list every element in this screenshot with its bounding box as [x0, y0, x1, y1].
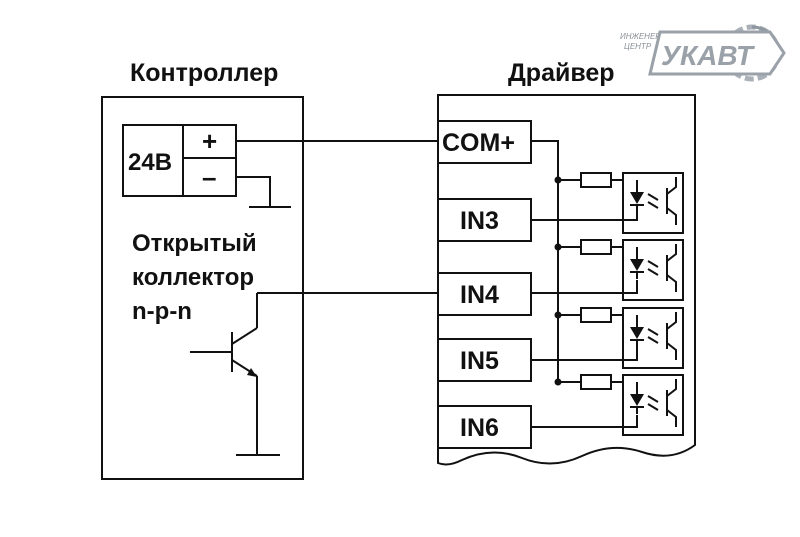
light-arrow-a-3 [647, 328, 659, 336]
controller-title: Контроллер [130, 59, 278, 87]
resistor-icon-2 [580, 239, 612, 255]
pin-box-in5 [437, 338, 532, 382]
emitter-arrow-icon [247, 368, 257, 377]
optocoupler-box-2 [622, 239, 684, 301]
phototransistor-collector-1 [666, 177, 677, 195]
plus-sign: + [202, 126, 217, 156]
wire-in6 [531, 415, 638, 428]
pin-label-in3: IN3 [460, 207, 499, 235]
light-arrow-a-1 [647, 193, 659, 201]
pin-label-in4: IN4 [460, 281, 499, 309]
light-arrow-a-4 [647, 395, 659, 403]
optocoupler-box-1 [622, 172, 684, 234]
logo-subtitle-line2: ЦЕНТР [624, 42, 652, 51]
logo: ИНЖЕНЕРНО-ТЕХНИЧЕСКИЙ ЦЕНТР УКАВТ [620, 24, 786, 82]
resistor-icon-1 [580, 172, 612, 188]
input-wires [531, 212, 638, 428]
phototransistor-emitter-1 [666, 207, 677, 225]
light-arrow-b-3 [647, 336, 659, 344]
logo-brand: УКАВТ [661, 40, 756, 71]
com-bus [531, 140, 559, 380]
phototransistor-collector-2 [666, 244, 677, 262]
optocoupler-channels [554, 172, 684, 436]
wire-in5 [531, 347, 638, 361]
pin-label-in6: IN6 [460, 414, 499, 442]
pin-label-com: COM+ [442, 129, 515, 157]
led-icon-3 [630, 327, 644, 339]
light-arrow-a-2 [647, 260, 659, 268]
led-icon-4 [630, 394, 644, 406]
light-arrow-b-2 [647, 268, 659, 276]
controller-desc-line3: n-p-n [132, 298, 192, 325]
controller-desc-line1: Открытый [132, 230, 257, 257]
supply-label: 24В [128, 149, 172, 176]
supply-ground-icon [236, 176, 291, 208]
pin-box-in3 [437, 198, 532, 242]
resistor-icon-3 [580, 307, 612, 323]
led-icon-2 [630, 259, 644, 271]
wire-in3 [531, 212, 638, 221]
phototransistor-emitter-4 [666, 409, 677, 427]
driver-title: Драйвер [508, 59, 615, 87]
phototransistor-collector-3 [666, 312, 677, 330]
minus-sign: – [202, 162, 216, 192]
optocoupler-box-4 [622, 374, 684, 436]
light-arrow-b-1 [647, 201, 659, 209]
controller-desc-line2: коллектор [132, 264, 254, 291]
pin-label-in5: IN5 [460, 347, 499, 375]
phototransistor-emitter-3 [666, 342, 677, 360]
optocoupler-box-3 [622, 307, 684, 369]
light-arrow-b-4 [647, 403, 659, 411]
resistor-icon-4 [580, 374, 612, 390]
phototransistor-emitter-2 [666, 274, 677, 292]
phototransistor-collector-4 [666, 379, 677, 397]
wire-in4 [531, 280, 638, 294]
led-icon-1 [630, 192, 644, 204]
